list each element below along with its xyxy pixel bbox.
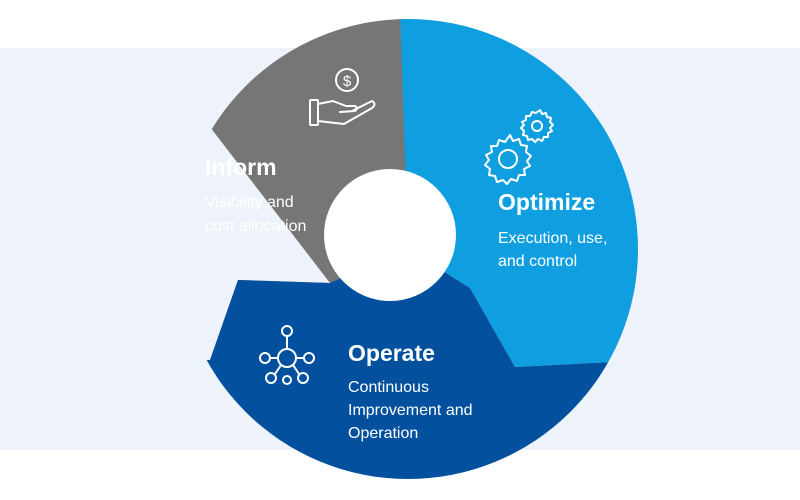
gears-icon bbox=[484, 109, 554, 185]
inform-title: Inform bbox=[205, 154, 277, 180]
hand-dollar-icon: $ bbox=[309, 68, 376, 126]
optimize-title: Optimize bbox=[498, 189, 595, 215]
network-hub-icon bbox=[259, 325, 315, 385]
inform-description: Visibility and cost allocation bbox=[205, 194, 306, 235]
operate-description: Continuous Improvement and Operation bbox=[348, 379, 477, 442]
optimize-description: Execution, use, and control bbox=[498, 230, 612, 270]
svg-text:$: $ bbox=[343, 73, 352, 90]
center-hole bbox=[324, 169, 456, 301]
operate-title: Operate bbox=[348, 340, 435, 366]
